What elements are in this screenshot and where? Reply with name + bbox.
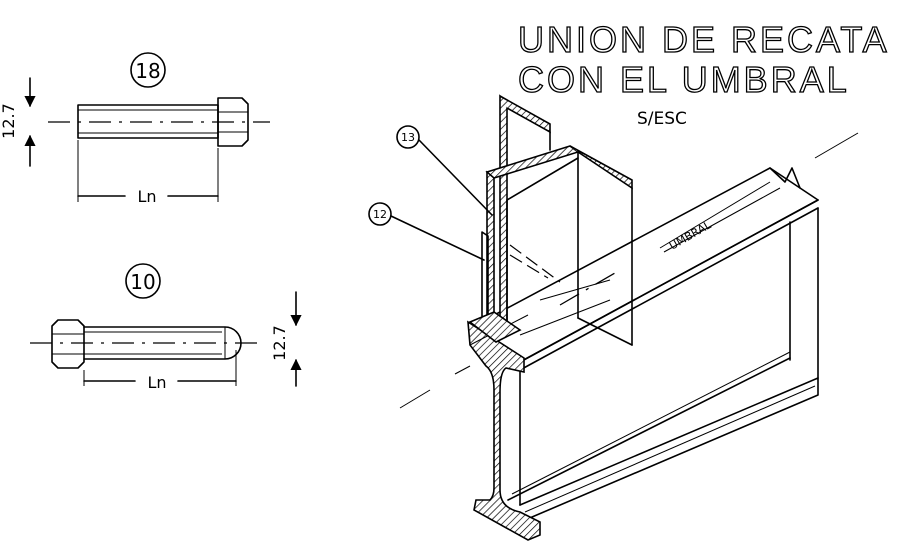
bolt-10-head	[51, 319, 85, 369]
callout-13-number: 13	[401, 131, 415, 144]
bolt-10-diameter: 12.7	[270, 325, 289, 361]
title-block: UNION DE RECATA CON EL UMBRAL S/ESC	[517, 18, 890, 129]
callout-12-number: 12	[373, 208, 387, 221]
break-symbol	[769, 167, 801, 189]
title-line-2: CON EL UMBRAL	[518, 59, 850, 100]
axis-line-right	[659, 181, 771, 249]
callout-13: 13	[396, 125, 493, 216]
bolt-18-mark: 18	[135, 59, 160, 83]
scale-note: S/ESC	[637, 109, 687, 129]
title-line-1: UNION DE RECATA	[518, 19, 890, 60]
umbral-bottom-flange	[519, 377, 819, 521]
bolt-10-detail: 10 Ln 12.7	[30, 263, 302, 392]
umbral-label: UMBRAL	[667, 218, 714, 253]
callout-12-leader	[390, 215, 485, 261]
umbral-beam: UMBRAL	[467, 167, 819, 541]
bolt-10-mark-circle	[125, 263, 161, 299]
bolt-10-length: Ln	[147, 373, 166, 392]
recata-angle	[468, 94, 633, 346]
bolt-18-length: Ln	[137, 187, 156, 206]
bolt-18-mark-circle	[130, 52, 166, 88]
bolt-10-mark: 10	[130, 270, 155, 294]
callout-13-leader	[418, 139, 493, 216]
assembly-isometric: UMBRAL	[368, 94, 859, 541]
axis-line-left	[399, 389, 431, 409]
umbral-section	[467, 320, 541, 541]
bolt-18-head	[217, 97, 249, 147]
bolt-18-detail: 18 Ln 12.7	[0, 52, 270, 206]
callout-12: 12	[368, 202, 485, 261]
bolt-18-diameter: 12.7	[0, 103, 18, 139]
umbral-top-flange	[469, 167, 819, 363]
